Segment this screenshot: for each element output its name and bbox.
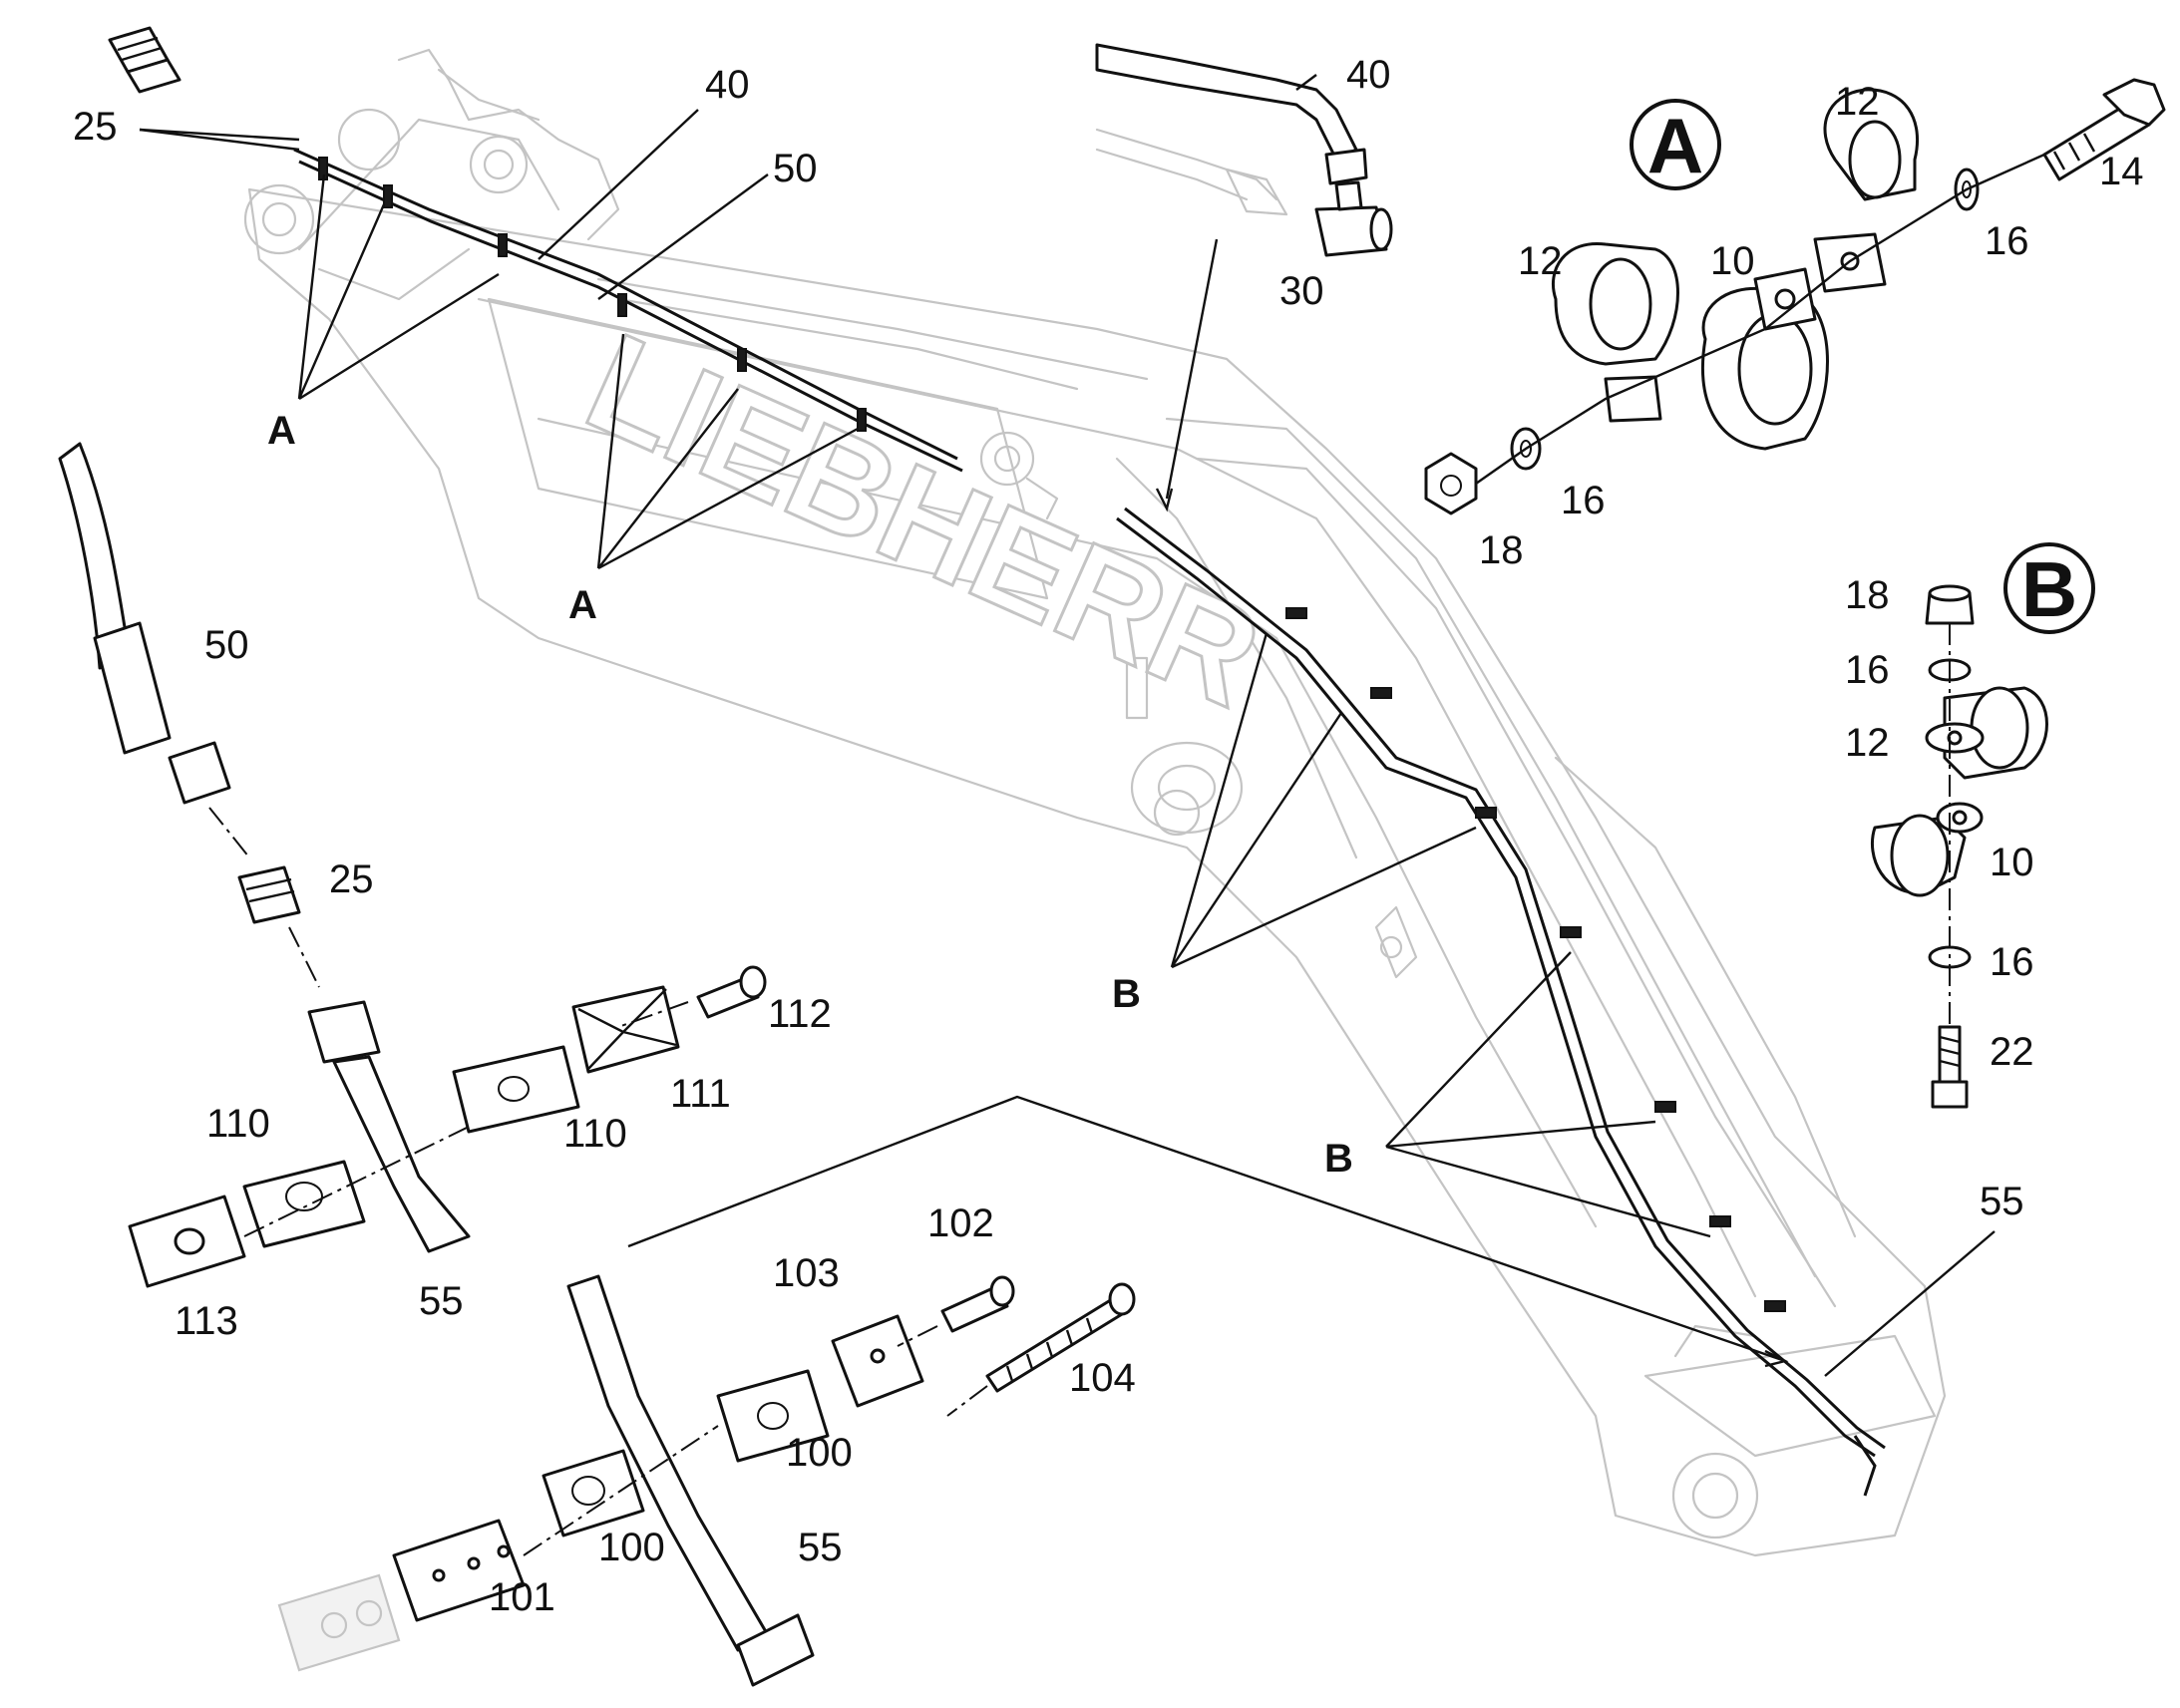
- detail-a-circle: [1630, 99, 1721, 190]
- label-100-right: 100: [786, 1431, 853, 1475]
- label-B-lower: B: [1324, 1137, 1353, 1181]
- label-A-16-bottom: 16: [1561, 479, 1606, 522]
- label-A-14: 14: [2099, 150, 2144, 193]
- plate-101: [392, 1519, 526, 1622]
- label-B-10: 10: [1990, 841, 2034, 884]
- label-110-right: 110: [563, 1112, 627, 1156]
- label-A-10: 10: [1710, 239, 1755, 283]
- label-B-12: 12: [1845, 721, 1890, 765]
- label-A-12-left: 12: [1518, 239, 1563, 283]
- detail-b-marker: B: [2021, 545, 2077, 633]
- label-111: 111: [670, 1072, 731, 1116]
- label-112: 112: [768, 992, 832, 1036]
- label-30: 30: [1279, 269, 1324, 313]
- label-A-center: A: [568, 583, 597, 627]
- label-55-left: 55: [419, 1279, 464, 1323]
- label-40-top: 40: [705, 63, 750, 107]
- label-104: 104: [1069, 1356, 1136, 1400]
- label-A-left: A: [267, 409, 296, 453]
- label-50-top: 50: [773, 147, 818, 190]
- label-101: 101: [489, 1575, 555, 1619]
- leader-lines: [139, 74, 1996, 1377]
- label-113: 113: [175, 1299, 238, 1343]
- label-25-top: 25: [73, 105, 118, 149]
- detail-a-marker: A: [1647, 102, 1703, 189]
- label-100-left: 100: [598, 1526, 665, 1569]
- part-labels: 25 40 50 40 30 A A B B 55 12 14 16 12 10…: [73, 53, 2144, 1619]
- label-A-12-top: 12: [1835, 80, 1880, 124]
- pipe-route: [293, 148, 1886, 1497]
- detail-a: A: [1424, 78, 2166, 515]
- label-B-16-bottom: 16: [1990, 940, 2034, 984]
- left-hose-assembly: [58, 442, 767, 1288]
- detail-b-circle: [2003, 542, 2095, 634]
- hose-40-top: [1095, 43, 1393, 257]
- label-40-right: 40: [1346, 53, 1391, 97]
- label-55-right: 55: [1980, 1180, 2024, 1223]
- label-B-16-top: 16: [1845, 648, 1890, 692]
- brand-lettering: LIEBHERR: [566, 303, 1282, 736]
- detail-b: B: [1870, 542, 2095, 1109]
- pipe-55-left: [332, 1055, 471, 1253]
- label-102: 102: [927, 1201, 994, 1245]
- label-55-bottom: 55: [798, 1526, 843, 1569]
- label-50-left: 50: [204, 623, 249, 667]
- label-A-18: 18: [1479, 528, 1524, 572]
- label-B-upper: B: [1112, 972, 1141, 1016]
- bolt-22: [1938, 1025, 1962, 1084]
- label-103: 103: [773, 1251, 840, 1295]
- bottom-clamp-assembly: [277, 1095, 1789, 1687]
- label-A-16-right: 16: [1985, 219, 2029, 263]
- label-25-left: 25: [329, 857, 374, 901]
- label-110-left: 110: [206, 1102, 270, 1146]
- label-B-18: 18: [1845, 573, 1890, 617]
- adapter-25-left: [237, 865, 301, 924]
- fitting-25-top: [108, 26, 182, 94]
- label-B-22: 22: [1990, 1030, 2034, 1074]
